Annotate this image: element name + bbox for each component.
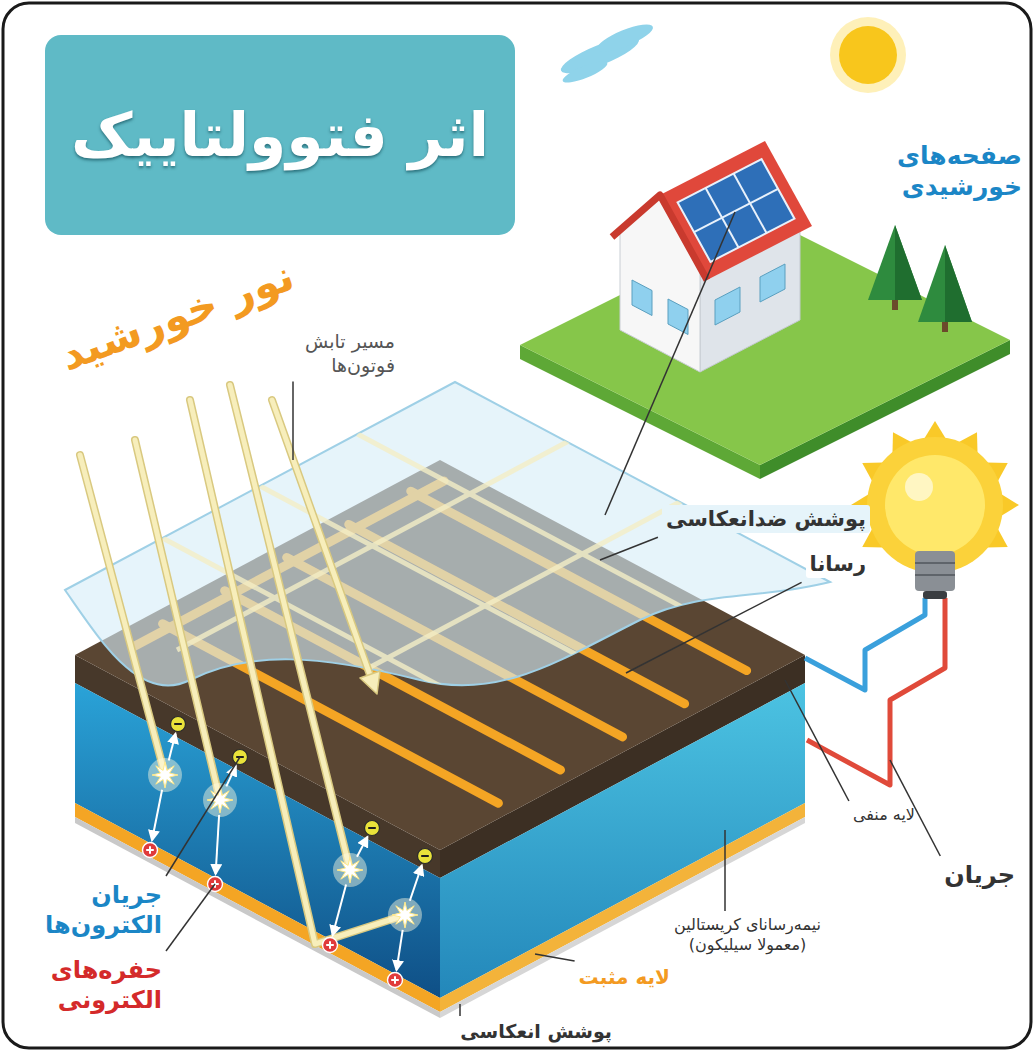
ground-top (520, 220, 1010, 465)
house-roof (660, 141, 812, 280)
carrier-arrow (357, 837, 367, 857)
light-ray (135, 440, 220, 800)
glass-finger (177, 371, 700, 650)
carrier-arrow (410, 866, 422, 901)
cloud (560, 57, 609, 86)
bulb-ray (924, 421, 946, 439)
carrier-arrow (397, 930, 403, 970)
layer-label: پوشش انعکاسی (460, 1020, 612, 1044)
carrier-arrows (152, 734, 422, 970)
glass-fingers (163, 371, 1034, 911)
electron-hole (143, 843, 158, 858)
carrier-arrow (169, 734, 176, 761)
coating-label: پوشش ضدانعکاسی (662, 505, 870, 533)
layer-label: لایه منفی (853, 805, 915, 825)
title-banner: اثر فتوولتاییک (45, 35, 515, 235)
electrons (171, 717, 433, 864)
electron-hole (388, 973, 403, 988)
leader-line (626, 582, 802, 673)
sun (830, 17, 906, 93)
house (612, 141, 812, 372)
light-ray (190, 400, 405, 944)
light-ray (272, 400, 370, 675)
leader-line (600, 537, 658, 560)
negative-wire (805, 598, 925, 690)
carrier-arrow (333, 885, 347, 936)
page-frame (3, 3, 1031, 1048)
bulb-ray (1001, 494, 1019, 516)
bulb-glass (885, 455, 985, 555)
house-window (715, 287, 740, 325)
leader-line (166, 884, 215, 951)
layer-label: لایه مثبت (579, 965, 670, 990)
positive-layer (440, 803, 805, 1012)
sun-glow (830, 17, 906, 93)
hole-label: حفره‌های الکترونی (17, 955, 162, 1015)
sun-rays (80, 385, 405, 944)
carrier-arrow (152, 790, 162, 841)
bulb-groove (915, 574, 955, 576)
electron-hole (323, 938, 338, 953)
light-ray (135, 440, 220, 800)
carrier-arrow (216, 815, 220, 874)
sun-disc (839, 26, 897, 84)
tree-shade (895, 225, 922, 300)
positive-wire (807, 598, 945, 785)
ray-core (80, 385, 405, 944)
title-text: اثر فتوولتاییک (71, 100, 489, 170)
ray-outline (80, 385, 405, 944)
leader-line (785, 680, 849, 801)
electron (418, 849, 433, 864)
leader-line (166, 757, 240, 876)
photon-arrowhead (360, 671, 380, 694)
photon-burst (148, 758, 182, 792)
current-label: جریان (944, 860, 1015, 890)
house-window (632, 280, 652, 316)
tree-shade (945, 245, 972, 322)
layer-label: نیمه‌رسانای کریستالین (معمولا سیلیکون) (660, 915, 835, 955)
holes (143, 843, 403, 988)
clouds (557, 19, 656, 86)
trees (868, 225, 972, 332)
panel-label: صفحه‌های خورشیدی (887, 140, 1022, 203)
photon-path-label: مسیر تابش فوتون‌ها (285, 330, 395, 378)
conductor-label: رسانا (806, 550, 870, 578)
light-ray (272, 400, 370, 675)
light-label: نور خورشید (53, 250, 301, 383)
glass-cover (65, 371, 1034, 911)
solar-panel (678, 159, 795, 262)
leader-line (724, 830, 726, 911)
photon-burst (388, 898, 422, 932)
photon-burst (333, 853, 367, 887)
bulb-groove (915, 562, 955, 564)
photon-bursts (148, 758, 422, 932)
leader-line (535, 954, 575, 961)
electron (171, 717, 186, 732)
leader-line (292, 382, 294, 461)
light-bulb (851, 421, 1019, 599)
tree (918, 245, 972, 322)
leader-group (166, 382, 940, 1017)
cloud (594, 19, 656, 56)
panel-leader (605, 212, 735, 515)
electron-flow-label: جریان الکترون‌ها (17, 880, 162, 940)
tree (868, 225, 922, 300)
bulb-tip (923, 591, 947, 599)
bulb-highlight (905, 473, 933, 501)
leader-line (459, 1004, 461, 1016)
house-window (760, 264, 785, 302)
bulb-base (915, 551, 955, 591)
electron (365, 821, 380, 836)
panel-grid (694, 189, 778, 232)
